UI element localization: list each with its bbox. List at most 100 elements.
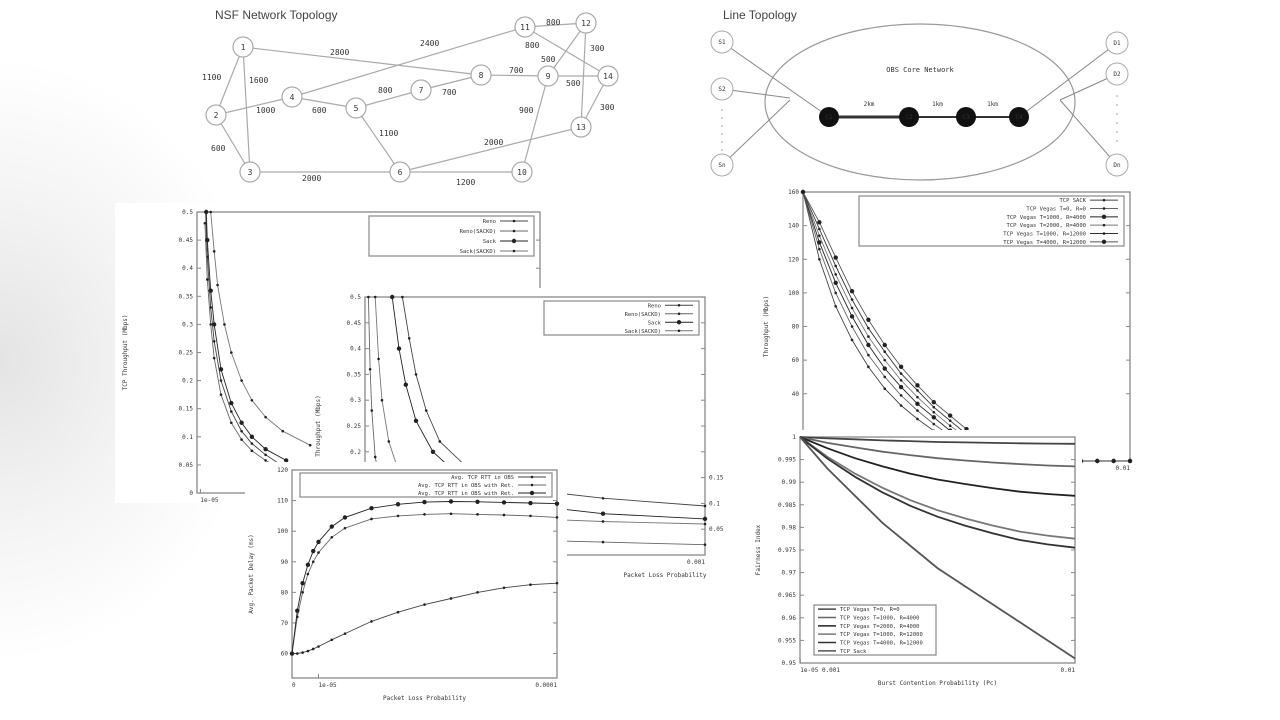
core-node-label: C2 <box>905 114 913 121</box>
data-point <box>240 379 243 382</box>
nsf-link-weight: 800 <box>378 86 393 95</box>
series-line <box>799 436 1076 468</box>
data-point <box>209 210 213 214</box>
legend-label: TCP Vegas T=1000, R=12000 <box>1003 232 1086 238</box>
nsf-node <box>575 12 597 34</box>
legend-label: TCP Vegas T=4000, R=12000 <box>840 641 923 647</box>
nsf-node-label: 3 <box>248 168 253 177</box>
nsf-node <box>345 97 367 119</box>
data-point <box>223 323 226 326</box>
series-line <box>799 436 1076 540</box>
series-line <box>292 582 558 654</box>
source-node <box>710 153 734 177</box>
ellipsis-dot <box>1116 140 1118 142</box>
data-point <box>329 524 334 529</box>
legend-marker <box>530 475 534 479</box>
nsf-link-weight: 2800 <box>330 48 349 57</box>
nsf-node-label: 10 <box>517 168 527 177</box>
data-point <box>702 516 708 522</box>
nsf-link <box>215 96 293 116</box>
nsf-link-weight: 700 <box>509 66 524 75</box>
nsf-link <box>355 107 401 173</box>
legend-label: Sack(SACKD) <box>625 329 661 335</box>
y-tick-label: 0.1 <box>182 434 193 441</box>
source-node <box>710 77 734 101</box>
y-tick-label: 100 <box>788 290 799 297</box>
y-tick-label: 0.98 <box>782 524 797 531</box>
nsf-link <box>524 26 609 77</box>
data-point <box>866 317 871 322</box>
data-point <box>219 379 223 382</box>
data-point <box>554 501 560 506</box>
data-point <box>438 440 442 443</box>
series-line <box>799 436 1076 660</box>
data-point <box>430 449 436 454</box>
data-point <box>932 410 936 414</box>
data-point <box>368 367 372 371</box>
y-tick-label: 0.35 <box>347 371 362 378</box>
legend-box <box>543 300 700 336</box>
legend-marker <box>677 312 681 316</box>
data-point <box>947 413 953 418</box>
data-point <box>818 227 821 231</box>
data-point <box>229 400 234 406</box>
y-tick-label: 0.955 <box>778 637 796 644</box>
legend-marker <box>512 219 516 223</box>
x-axis-label: Burst Contention Probability (Pc) <box>878 680 997 687</box>
data-point <box>529 583 532 587</box>
nsf-link-weight: 800 <box>546 18 561 27</box>
data-point <box>230 351 233 354</box>
access-link <box>1018 42 1118 118</box>
y-tick-label: 70 <box>281 620 289 627</box>
data-point <box>311 548 316 554</box>
ellipsis-dot <box>721 109 723 111</box>
data-point <box>866 342 871 348</box>
data-point <box>301 651 304 654</box>
nsf-node-label: 12 <box>581 19 591 28</box>
data-point <box>422 499 427 505</box>
y-tick-label: 0.2 <box>182 378 193 385</box>
y-tick-label: 0.3 <box>350 397 361 404</box>
y-tick-label: 0.965 <box>778 592 796 599</box>
y-tick-label: 0.3 <box>182 321 193 328</box>
nsf-node <box>537 65 559 87</box>
nsf-node-label: 6 <box>398 168 403 177</box>
nsf-node <box>205 104 227 126</box>
series-4 <box>209 210 312 447</box>
series-line <box>204 223 277 467</box>
nsf-node <box>389 161 411 183</box>
nsf-link <box>291 96 357 109</box>
data-point <box>395 502 401 507</box>
y-tick-label: 0 <box>189 490 193 497</box>
y-tick-label: 0.97 <box>782 570 797 577</box>
access-link <box>1059 99 1118 166</box>
y-tick-label: 0.4 <box>350 346 361 353</box>
data-point <box>264 415 267 419</box>
core-node <box>819 107 839 127</box>
data-point <box>850 338 854 342</box>
data-point <box>305 562 311 568</box>
data-point <box>818 247 821 251</box>
data-point <box>316 539 321 545</box>
data-point <box>502 586 506 590</box>
data-point <box>373 295 377 299</box>
data-point <box>501 500 507 505</box>
y-tick-label: 60 <box>281 651 289 658</box>
y-tick-label: 80 <box>281 589 289 596</box>
nsf-link-weight: 1000 <box>256 106 275 115</box>
legend-box <box>299 472 553 498</box>
nsf-link-weight: 600 <box>312 106 327 115</box>
access-link <box>721 41 830 118</box>
data-point <box>916 395 919 399</box>
data-point <box>250 398 254 402</box>
series-2 <box>799 436 1076 468</box>
data-point <box>800 189 806 195</box>
data-point <box>948 424 952 427</box>
legend-label: Sack <box>648 320 662 326</box>
data-point <box>367 295 370 299</box>
nsf-link-weight: 500 <box>541 55 556 64</box>
data-point <box>281 429 285 433</box>
